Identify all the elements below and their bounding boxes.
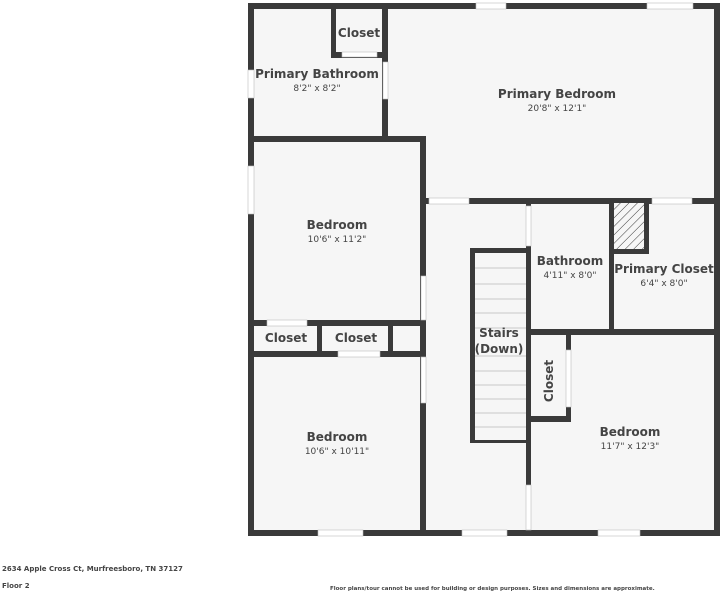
room-label-closet-vertical: Closet xyxy=(542,360,556,402)
room-label-stairs: Stairs xyxy=(479,326,519,340)
room-label-closet-mid: Closet xyxy=(335,331,377,345)
room-label-closet-left: Closet xyxy=(265,331,307,345)
room-label-closet-top: Closet xyxy=(338,26,380,40)
room-dims-primary-bathroom: 8'2" x 8'2" xyxy=(293,84,340,94)
room-dims-bedroom-2: 10'6" x 10'11" xyxy=(305,447,369,457)
room-dims-bedroom-1: 10'6" x 11'2" xyxy=(308,235,367,245)
room-label-primary-bathroom: Primary Bathroom xyxy=(255,67,379,81)
room-label-bedroom-3: Bedroom xyxy=(600,425,661,439)
room-dims-bathroom: 4'11" x 8'0" xyxy=(544,271,597,281)
room-label-primary-bedroom: Primary Bedroom xyxy=(498,87,616,101)
room-dims-bedroom-3: 11'7" x 12'3" xyxy=(601,442,660,452)
room-label-bedroom-1: Bedroom xyxy=(307,218,368,232)
stair-treads xyxy=(475,267,526,428)
room-label-primary-closet: Primary Closet xyxy=(614,262,714,276)
room-label-bedroom-2: Bedroom xyxy=(307,430,368,444)
room-dims-primary-bedroom: 20'8" x 12'1" xyxy=(528,104,587,114)
property-address: 2634 Apple Cross Ct, Murfreesboro, TN 37… xyxy=(2,565,183,573)
room-label-bathroom: Bathroom xyxy=(537,254,603,268)
floor-area xyxy=(250,5,718,533)
room-dims-primary-closet: 6'4" x 8'0" xyxy=(640,279,687,289)
room-label-stairs-down: (Down) xyxy=(475,342,524,356)
floor-label: Floor 2 xyxy=(2,582,30,590)
disclaimer: Floor plans/tour cannot be used for buil… xyxy=(330,586,655,592)
openings xyxy=(247,2,694,537)
